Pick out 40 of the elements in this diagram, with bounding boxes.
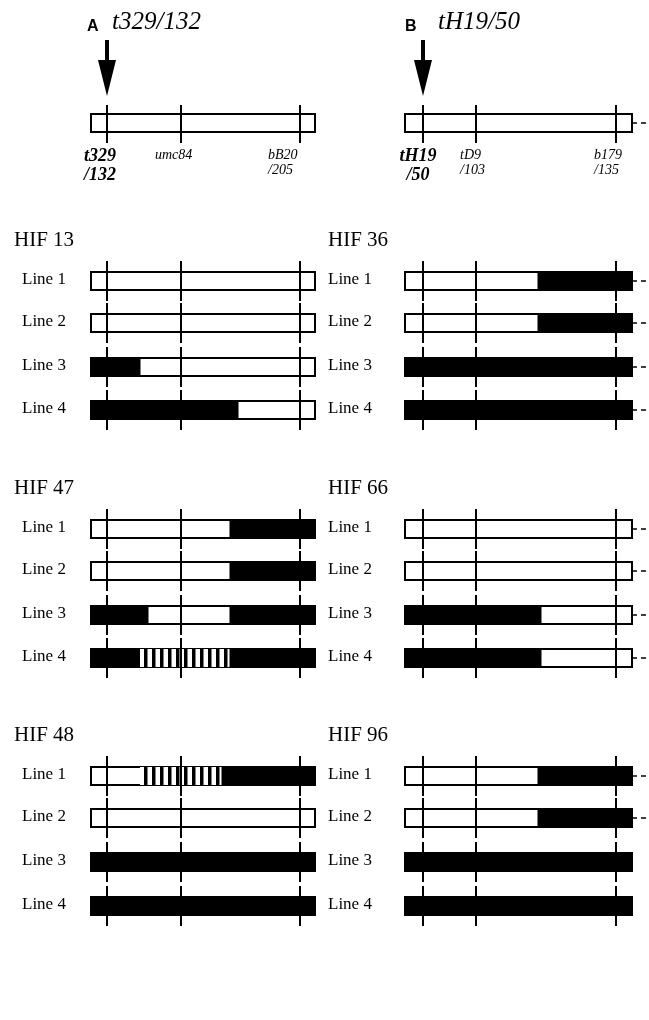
section-heading: HIF 96 [328,723,389,746]
row-label: Line 1 [328,518,372,536]
panel-letter: A [87,18,99,35]
section-heading: HIF 13 [14,228,75,251]
row-label: Line 3 [22,851,66,869]
marker-label: tD9 /103 [460,148,486,178]
row-label: Line 3 [328,604,372,622]
row-label: Line 4 [328,895,372,913]
row-label: Line 4 [328,647,372,665]
row-label: Line 2 [22,807,66,825]
row-label: Line 1 [22,518,66,536]
locus-title: tH19/50 [438,8,520,35]
row-label: Line 2 [328,560,372,578]
row-label: Line 1 [22,270,66,288]
marker-label: umc84 [155,148,193,163]
row-label: Line 2 [328,312,372,330]
row-label: Line 4 [22,399,66,417]
row-label: Line 4 [22,895,66,913]
row-label: Line 2 [22,560,66,578]
marker-label: tH19 /50 [398,146,438,184]
row-label: Line 3 [22,604,66,622]
row-label: Line 1 [22,765,66,783]
row-label: Line 3 [22,356,66,374]
row-label: Line 2 [328,807,372,825]
panel-letter: B [405,18,417,35]
row-label: Line 3 [328,851,372,869]
section-heading: HIF 47 [14,476,75,499]
row-label: Line 2 [22,312,66,330]
locus-title: t329/132 [112,8,201,35]
section-heading: HIF 48 [14,723,75,746]
marker-label: b179 /135 [594,148,623,178]
row-label: Line 4 [22,647,66,665]
row-label: Line 3 [328,356,372,374]
section-heading: HIF 36 [328,228,389,251]
row-label: Line 4 [328,399,372,417]
row-label: Line 1 [328,765,372,783]
marker-label: t329 /132 [82,146,117,184]
row-label: Line 1 [328,270,372,288]
section-heading: HIF 66 [328,476,389,499]
marker-label: bB20 /205 [268,148,299,178]
